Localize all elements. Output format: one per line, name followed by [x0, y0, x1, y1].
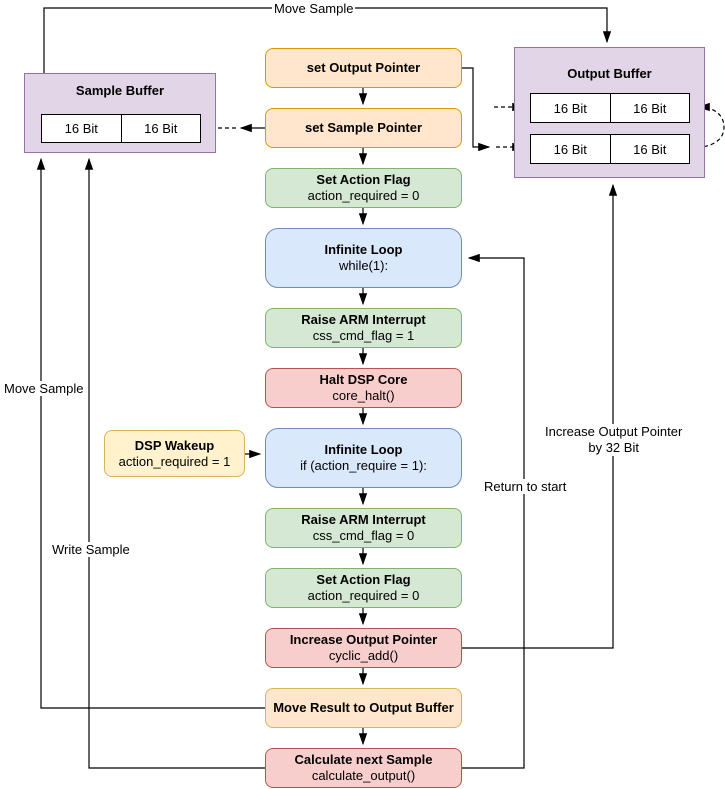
node-subtitle: core_halt(): [332, 388, 395, 403]
node-subtitle: css_cmd_flag = 1: [312, 328, 415, 343]
node-subtitle: css_cmd_flag = 0: [312, 528, 415, 543]
node-title: Raise ARM Interrupt: [301, 312, 426, 327]
edge-label-write-sample: Write Sample: [50, 542, 132, 557]
node-title: set Sample Pointer: [304, 120, 423, 135]
node-title: Raise ARM Interrupt: [301, 512, 426, 527]
edge-label-line-1: Increase Output Pointer: [545, 424, 683, 439]
node-title: Calculate next Sample: [294, 752, 433, 767]
node-subtitle: while(1):: [338, 258, 389, 273]
output-buffer: Output Buffer 16 Bit 16 Bit 16 Bit 16 Bi…: [514, 47, 705, 178]
edge-write-sample: [84, 157, 265, 769]
edge-label-line-2: by 32 Bit: [588, 440, 639, 455]
node-title: Set Action Flag: [316, 172, 411, 187]
sample-buffer-title: Sample Buffer: [75, 83, 165, 98]
node-infinite-loop-if: Infinite Loop if (action_require = 1):: [265, 428, 462, 488]
output-buffer-cell: 16 Bit: [610, 93, 690, 123]
sample-buffer: Sample Buffer 16 Bit 16 Bit: [24, 73, 216, 153]
edge-label-increase-output-pointer: Increase Output Pointer by 32 Bit: [543, 424, 685, 456]
edge-label-move-sample-top: Move Sample: [272, 1, 356, 16]
output-buffer-title: Output Buffer: [567, 66, 652, 81]
node-raise-arm-interrupt-1: Raise ARM Interrupt css_cmd_flag = 1: [265, 308, 462, 348]
node-subtitle: action_required = 1: [118, 453, 231, 469]
output-buffer-cell: 16 Bit: [530, 93, 611, 123]
node-title: set Output Pointer: [306, 60, 421, 75]
edge-increase-output-pointer: [462, 183, 618, 649]
edge-output-pointer-solid: [462, 67, 491, 152]
sample-buffer-cell: 16 Bit: [41, 114, 122, 143]
edge-output-wraparound: [689, 102, 725, 149]
output-buffer-cell: 16 Bit: [530, 134, 611, 164]
edge-label-return-to-start: Return to start: [482, 479, 569, 494]
node-title: Infinite Loop: [324, 242, 403, 257]
node-increase-output-pointer: Increase Output Pointer cyclic_add(): [265, 628, 462, 668]
output-buffer-cell: 16 Bit: [610, 134, 690, 164]
node-subtitle: action_required = 0: [307, 588, 420, 603]
sample-buffer-cell: 16 Bit: [121, 114, 201, 143]
node-set-output-pointer: set Output Pointer: [265, 48, 462, 88]
output-buffer-row-2: 16 Bit 16 Bit: [530, 134, 690, 164]
node-title: DSP Wakeup: [134, 437, 215, 453]
node-halt-dsp-core: Halt DSP Core core_halt(): [265, 368, 462, 408]
node-raise-arm-interrupt-2: Raise ARM Interrupt css_cmd_flag = 0: [265, 508, 462, 548]
node-set-sample-pointer: set Sample Pointer: [265, 108, 462, 148]
node-title: Halt DSP Core: [319, 372, 408, 387]
node-subtitle: action_required = 0: [307, 188, 420, 203]
node-title: Move Result to Output Buffer: [273, 700, 454, 715]
edge-move-sample-left: [36, 157, 265, 709]
node-subtitle: cyclic_add(): [328, 648, 399, 663]
node-subtitle: if (action_require = 1):: [300, 458, 427, 473]
node-calculate-next-sample: Calculate next Sample calculate_output(): [265, 748, 462, 788]
node-title: Infinite Loop: [324, 442, 403, 457]
edge-label-move-sample-left: Move Sample: [2, 381, 86, 396]
output-buffer-row-1: 16 Bit 16 Bit: [530, 93, 690, 123]
node-set-action-flag-1: Set Action Flag action_required = 0: [265, 168, 462, 208]
node-title: Set Action Flag: [316, 572, 411, 587]
node-dsp-wakeup: DSP Wakeup action_required = 1: [104, 430, 245, 477]
node-infinite-loop-while: Infinite Loop while(1):: [265, 228, 462, 288]
node-subtitle: calculate_output(): [311, 768, 416, 783]
node-move-result: Move Result to Output Buffer: [265, 688, 462, 728]
node-set-action-flag-2: Set Action Flag action_required = 0: [265, 568, 462, 608]
edge-return-to-start: [462, 253, 525, 769]
node-title: Increase Output Pointer: [289, 632, 438, 647]
sample-buffer-cells: 16 Bit 16 Bit: [41, 114, 201, 143]
